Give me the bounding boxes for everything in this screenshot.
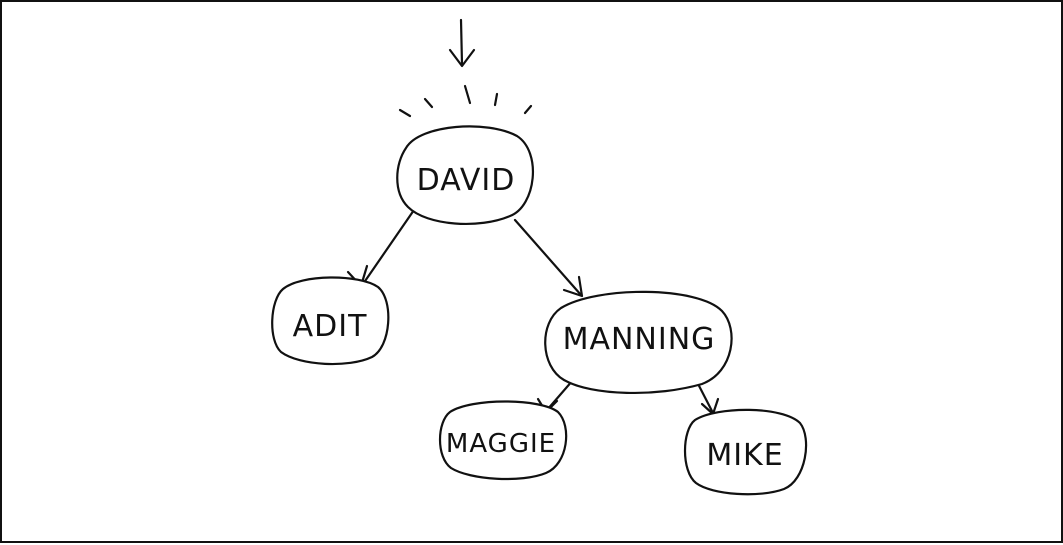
tree-node-manning: MANNING <box>544 290 733 395</box>
tree-node-mike: MIKE <box>684 408 808 496</box>
tree-node-maggie: MAGGIE <box>439 400 568 481</box>
root-highlight-marks <box>398 84 533 118</box>
node-label-manning: MANNING <box>563 322 716 357</box>
tree-node-david: DAVID <box>396 125 535 225</box>
tree-node-adit: ADIT <box>271 276 390 366</box>
edge-david-adit <box>346 208 416 288</box>
node-label-mike: MIKE <box>706 438 783 473</box>
node-label-maggie: MAGGIE <box>446 429 556 459</box>
node-label-adit: ADIT <box>293 309 368 344</box>
edge-david-manning <box>513 218 584 298</box>
node-label-david: DAVID <box>417 163 516 198</box>
down-arrow-icon <box>448 18 476 68</box>
